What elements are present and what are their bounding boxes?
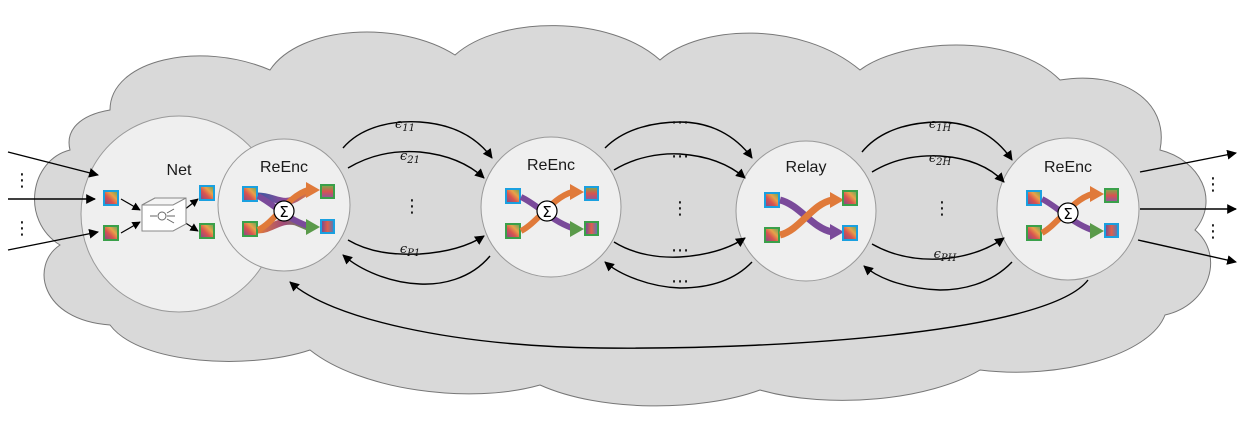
outgoing-arrows xyxy=(1137,149,1237,265)
ellipsis-vertical: ⋮ xyxy=(13,218,31,239)
ellipsis-horizontal: ⋯ xyxy=(671,271,689,292)
ellipsis-vertical: ⋮ xyxy=(403,196,421,217)
cloud-background xyxy=(34,25,1212,407)
node-label: ReEnc xyxy=(1044,159,1092,176)
ellipsis-vertical: ⋮ xyxy=(13,170,31,191)
ellipsis-vertical: ⋮ xyxy=(671,198,689,219)
sum-symbol: Σ xyxy=(279,203,288,221)
edge-label-eps2H: ϵ2H xyxy=(929,151,952,168)
edge-label-epsP1: ϵP1 xyxy=(400,242,420,259)
sum-symbol: Σ xyxy=(1063,205,1072,223)
stage2-edges xyxy=(604,121,753,289)
router-icon xyxy=(141,197,187,232)
edge-label-epsPH: ϵPH xyxy=(934,247,957,264)
incoming-arrows xyxy=(7,151,99,251)
reenc1-internals: Σ xyxy=(242,182,335,237)
node-relay: Relay xyxy=(735,140,877,282)
node-label: ReEnc xyxy=(527,157,575,174)
ellipsis-horizontal: ⋯ xyxy=(671,112,689,133)
stage1-edges xyxy=(342,121,493,285)
relay-internals xyxy=(764,190,858,243)
node-label: Relay xyxy=(786,159,827,176)
node-label: Net xyxy=(167,162,192,179)
reenc3-internals: Σ xyxy=(1026,186,1119,241)
stage3-edges xyxy=(861,121,1013,291)
edge-label-eps1H: ϵ1H xyxy=(929,117,952,134)
node-label: ReEnc xyxy=(260,159,308,176)
feedback-arrow xyxy=(289,279,1089,349)
ellipsis-vertical: ⋮ xyxy=(1204,174,1222,195)
ellipsis-vertical: ⋮ xyxy=(1204,221,1222,242)
net-internals xyxy=(103,185,215,241)
ellipsis-horizontal: ⋯ xyxy=(671,146,689,167)
edge-label-eps11: ϵ11 xyxy=(395,117,415,134)
sum-symbol: Σ xyxy=(542,203,551,221)
ellipsis-vertical: ⋮ xyxy=(933,198,951,219)
ellipsis-horizontal: ⋯ xyxy=(671,240,689,261)
edge-label-eps21: ϵ21 xyxy=(400,149,420,166)
reenc2-internals: Σ xyxy=(505,184,599,239)
